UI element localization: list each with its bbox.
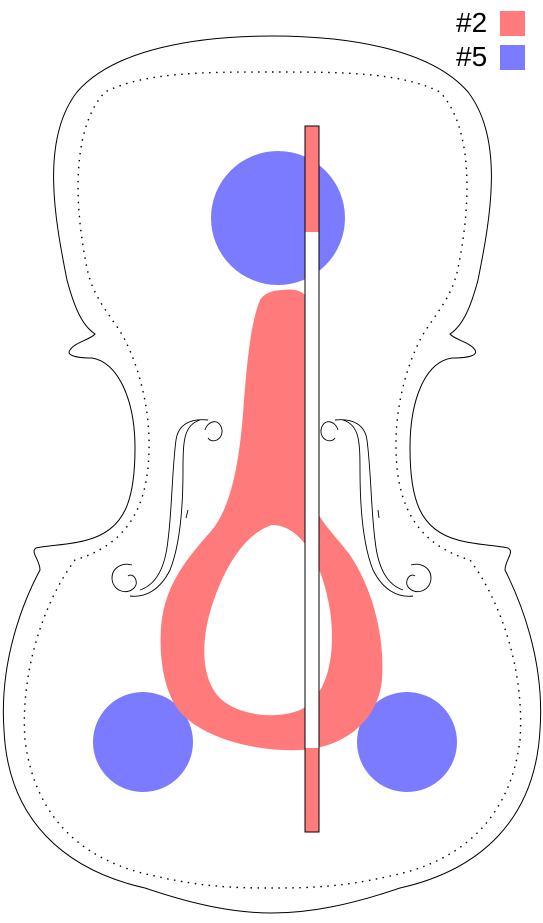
legend-item-mode-2: #2	[456, 8, 525, 38]
f-hole-left	[111, 419, 223, 597]
f-hole-right	[320, 419, 432, 597]
center-bar-fill-bottom	[305, 748, 319, 832]
legend-item-mode-5: #5	[456, 42, 525, 72]
violin-body-outline	[2, 35, 542, 914]
legend-swatch-mode-5	[500, 44, 525, 70]
mode5-region-lower-left	[93, 692, 193, 792]
center-bar-fill-top	[305, 126, 319, 232]
mode5-region-lower-right	[357, 692, 457, 792]
center-bar	[304, 125, 320, 833]
purfling-line	[23, 71, 522, 889]
legend-label-mode-5: #5	[456, 41, 488, 72]
legend-swatch-mode-2	[500, 10, 525, 36]
legend-label-mode-2: #2	[456, 7, 488, 38]
mode5-region-top	[211, 151, 345, 285]
center-bar-fill-middle	[305, 232, 319, 748]
mode2-region-ring	[160, 289, 383, 751]
